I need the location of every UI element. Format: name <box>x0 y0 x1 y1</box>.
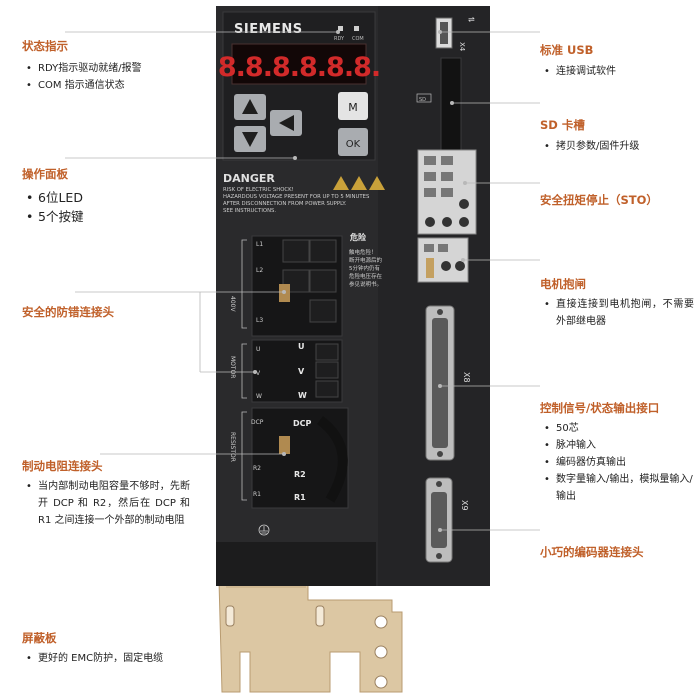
brand-logo: SIEMENS <box>234 22 303 37</box>
svg-text:AFTER DISCONNECTION FROM POWER: AFTER DISCONNECTION FROM POWER SUPPLY. <box>223 201 346 207</box>
key-m[interactable]: M <box>338 92 368 120</box>
svg-text:触电危险！: 触电危险！ <box>349 248 377 256</box>
coding-key <box>279 436 290 454</box>
svg-text:L3: L3 <box>256 317 263 324</box>
callout-brake-resistor-title: 制动电阻连接头 <box>22 459 103 473</box>
svg-text:参见说明书。: 参见说明书。 <box>349 280 382 288</box>
warning-icon <box>333 176 349 190</box>
list-item: 5个按键 <box>26 207 176 226</box>
rdy-led <box>338 26 343 31</box>
list-item: 当内部制动电阻容量不够时，先断开 DCP 和 R2，然后在 DCP 和 R1 之… <box>26 478 190 529</box>
x8-control-connector[interactable] <box>425 305 455 461</box>
list-item: 直接连接到电机抱闸，不需要外部继电器 <box>544 296 694 330</box>
svg-text:R1: R1 <box>253 491 261 498</box>
svg-text:V: V <box>298 367 305 376</box>
warning-icon <box>369 176 385 190</box>
key-ok[interactable]: OK <box>338 128 368 156</box>
list-item: 数字量输入/输出，模拟量输入/输出 <box>544 471 694 505</box>
svg-text:DCP: DCP <box>251 419 264 426</box>
svg-text:HAZARDOUS VOLTAGE PRESENT FOR: HAZARDOUS VOLTAGE PRESENT FOR UP TO 5 MI… <box>223 194 370 200</box>
callout-shield-list: 更好的 EMC防护，固定电缆 <box>26 650 206 667</box>
list-item: 6位LED <box>26 188 176 207</box>
callout-shield-title: 屏蔽板 <box>22 631 57 645</box>
key-down[interactable] <box>234 126 266 152</box>
x9-encoder-connector[interactable] <box>425 477 453 563</box>
callout-panel-title: 操作面板 <box>22 167 68 181</box>
callout-usb-list: 连接调试软件 <box>544 63 694 80</box>
key-up[interactable] <box>234 94 266 120</box>
resistor-terminal-block[interactable]: RESISTOR DCP R2 R1 DCP R2 R1 <box>229 407 349 509</box>
ground-icon <box>258 524 270 536</box>
callout-encoder-title: 小巧的编码器连接头 <box>540 545 644 559</box>
list-item: 拷贝参数/固件升级 <box>544 138 694 155</box>
warning-icon <box>351 176 367 190</box>
svg-text:U: U <box>256 346 260 353</box>
svg-text:L1: L1 <box>256 241 263 248</box>
rdy-led-label: RDY <box>334 36 345 42</box>
svg-text:DANGER: DANGER <box>223 172 275 185</box>
key-left[interactable] <box>270 110 302 136</box>
svg-text:SEE INSTRUCTIONS.: SEE INSTRUCTIONS. <box>223 208 276 214</box>
callout-brake-resistor-list: 当内部制动电阻容量不够时，先断开 DCP 和 R2，然后在 DCP 和 R1 之… <box>26 478 190 529</box>
list-item: RDY指示驱动就绪/报警 <box>26 60 206 77</box>
list-item: COM 指示通信状态 <box>26 77 206 94</box>
callout-brake-title: 电机抱闸 <box>540 277 586 291</box>
com-led-label: COM <box>352 36 364 42</box>
led-display <box>231 43 367 85</box>
list-item: 连接调试软件 <box>544 63 694 80</box>
callout-sd-title: SD 卡槽 <box>540 118 585 132</box>
svg-text:RISK OF ELECTRIC SHOCK!: RISK OF ELECTRIC SHOCK! <box>223 187 294 193</box>
svg-text:M: M <box>348 101 358 114</box>
svg-text:U: U <box>298 342 305 351</box>
svg-text:L2: L2 <box>256 267 263 274</box>
sd-label: SD <box>419 97 426 103</box>
triangle-left-icon <box>279 115 294 131</box>
usb-label: X4 <box>458 42 466 52</box>
triangle-up-icon <box>242 99 258 114</box>
list-item: 编码器仿真输出 <box>544 454 694 471</box>
callout-control-title: 控制信号/状态输出接口 <box>540 401 660 415</box>
callout-status-list: RDY指示驱动就绪/报警 COM 指示通信状态 <box>26 60 206 94</box>
svg-text:DCP: DCP <box>293 419 312 428</box>
motor-terminal-block[interactable]: MOTOR U V W U V W <box>229 339 343 403</box>
svg-text:RESISTOR: RESISTOR <box>229 432 236 462</box>
svg-text:R1: R1 <box>294 493 306 502</box>
svg-text:OK: OK <box>346 139 361 150</box>
callout-safety-connector-title: 安全的防错连接头 <box>22 305 114 319</box>
svg-text:W: W <box>256 393 262 400</box>
sto-connector[interactable] <box>417 149 477 235</box>
triangle-down-icon <box>242 132 258 147</box>
svg-text:危险电压存在: 危险电压存在 <box>349 272 383 280</box>
callout-leader-lines <box>65 31 540 531</box>
callout-sto-title: 安全扭矩停止（STO） <box>540 193 658 207</box>
callout-sd-list: 拷贝参数/固件升级 <box>544 138 694 155</box>
x9-label: X9 <box>460 500 469 511</box>
svg-text:V: V <box>256 370 261 377</box>
svg-text:断开电源后的: 断开电源后的 <box>349 256 383 264</box>
svg-text:危险: 危险 <box>349 232 367 242</box>
list-item: 更好的 EMC防护，固定电缆 <box>26 650 206 667</box>
callout-usb-title: 标准 USB <box>540 43 594 57</box>
svg-text:5分钟内仍有: 5分钟内仍有 <box>349 264 380 272</box>
usb-icon: ⇌ <box>468 15 475 24</box>
svg-text:MOTOR: MOTOR <box>229 356 236 378</box>
com-led <box>354 26 359 31</box>
svg-text:W: W <box>298 391 307 400</box>
callout-panel-list: 6位LED 5个按键 <box>26 188 176 226</box>
callout-control-list: 50芯 脉冲输入 编码器仿真输出 数字量输入/输出，模拟量输入/输出 <box>544 420 694 505</box>
x8-label: X8 <box>462 372 471 383</box>
svg-text:R2: R2 <box>294 470 306 479</box>
sd-icon <box>416 93 432 103</box>
usb-port[interactable] <box>435 17 453 49</box>
svg-text:R2: R2 <box>253 465 261 472</box>
brake-connector[interactable] <box>417 237 469 283</box>
list-item: 50芯 <box>544 420 694 437</box>
svg-text:400V: 400V <box>229 296 236 312</box>
list-item: 脉冲输入 <box>544 437 694 454</box>
danger-label: DANGER RISK OF ELECTRIC SHOCK! HAZARDOUS… <box>223 172 385 288</box>
callout-brake-list: 直接连接到电机抱闸，不需要外部继电器 <box>544 296 694 330</box>
callout-status-title: 状态指示 <box>22 39 68 53</box>
led-display-digits: 8.8.8.8.8.8. <box>218 52 380 83</box>
